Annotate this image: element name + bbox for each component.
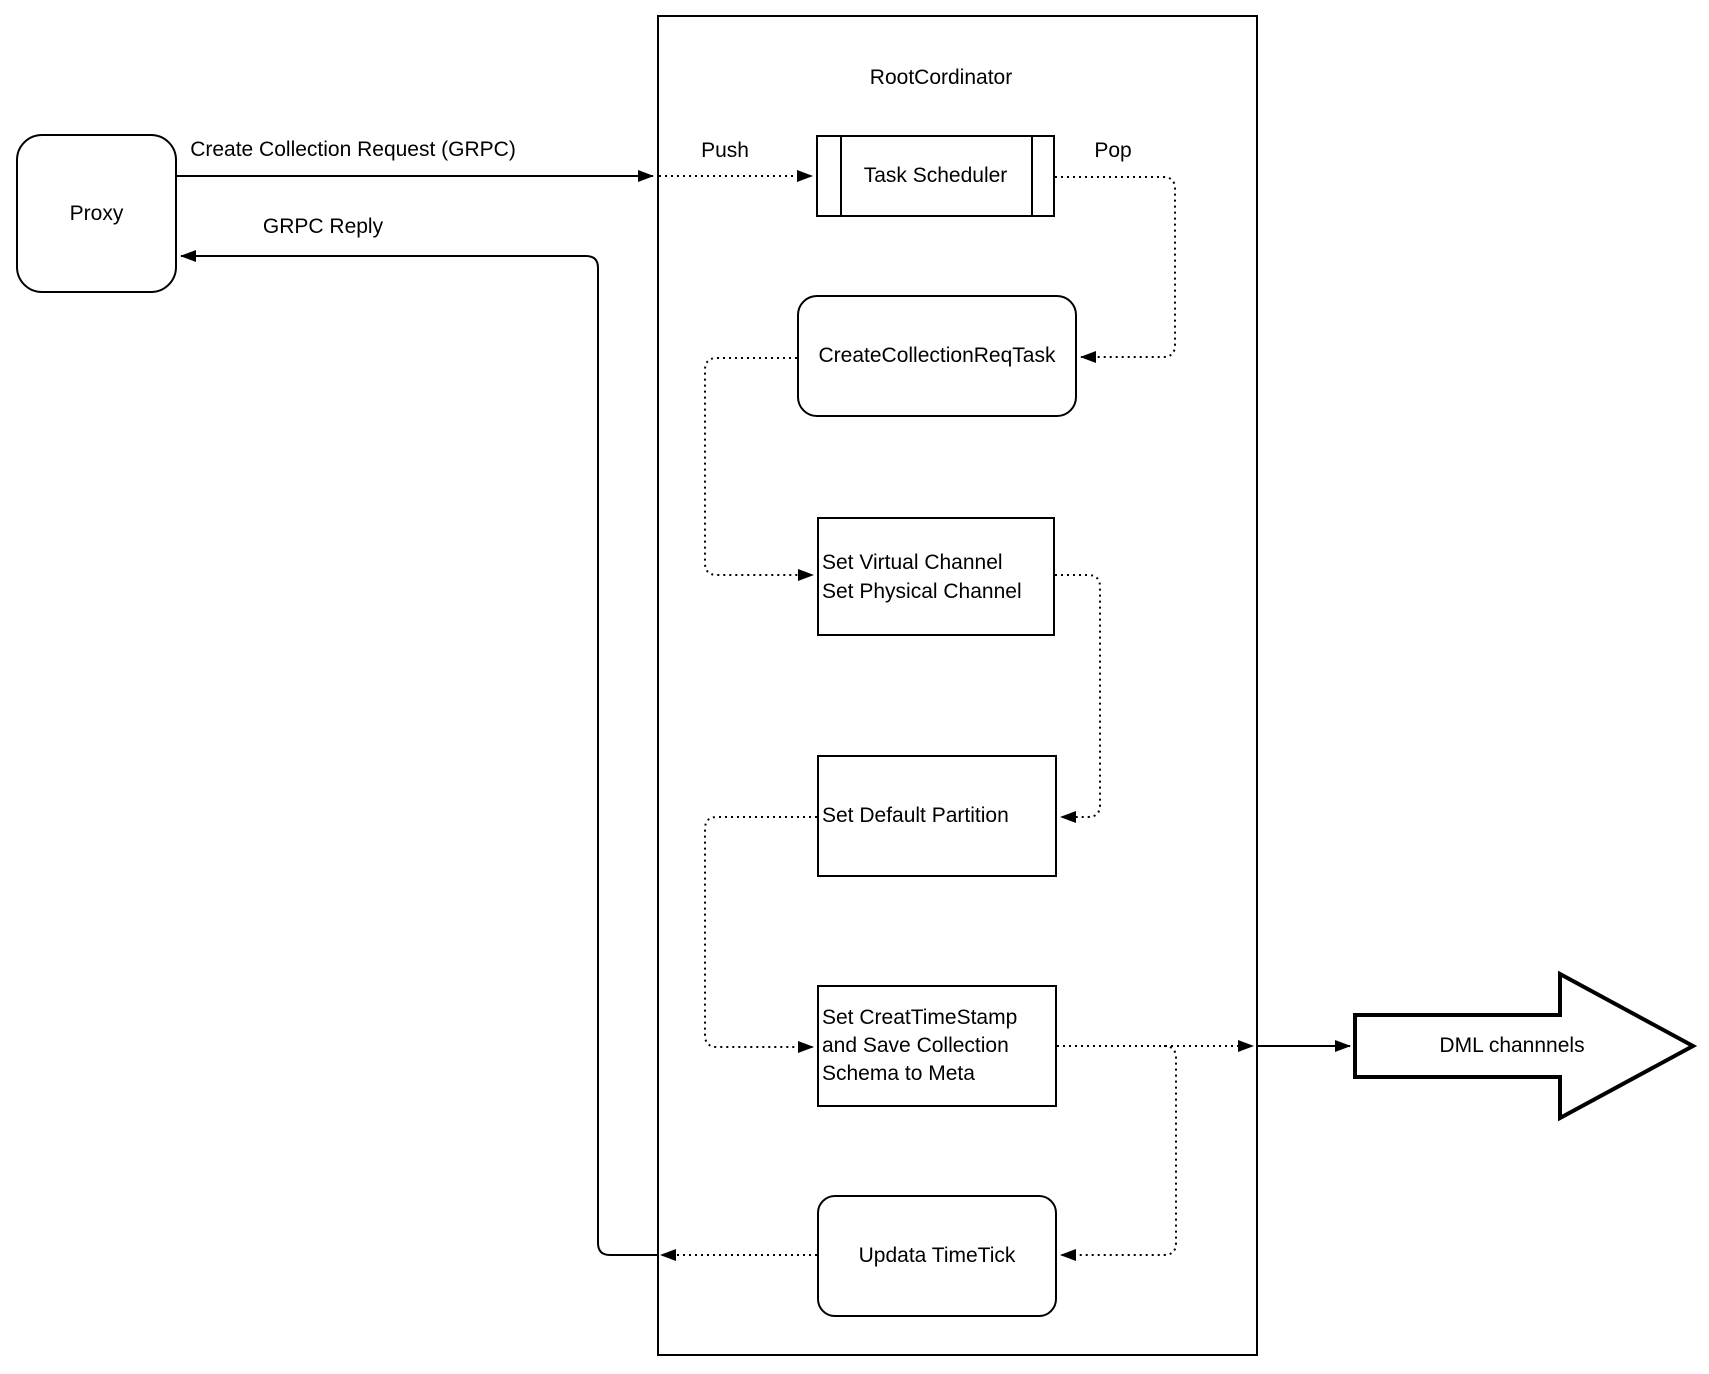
create-collection-req-task-label: CreateCollectionReqTask (818, 344, 1056, 367)
set-timestamp-label-line1: Set CreatTimeStamp (822, 1006, 1018, 1029)
proxy-label: Proxy (69, 201, 124, 225)
partition-to-timestamp-connector (704, 816, 817, 1053)
task-scheduler-label: Task Scheduler (863, 164, 1008, 187)
updata-timetick-label: Updata TimeTick (858, 1244, 1016, 1267)
create-collection-request-label: Create Collection Request (GRPC) (190, 138, 516, 161)
task-scheduler-right-bar (1031, 137, 1033, 215)
root-coordinator-container (657, 15, 1258, 1356)
proxy-box: Proxy (16, 134, 177, 293)
updata-timetick-box: Updata TimeTick (817, 1195, 1057, 1317)
set-default-partition-box: Set Default Partition (817, 755, 1057, 877)
setchannel-to-partition-connector (1055, 574, 1101, 823)
dml-channels-label: DML channnels (1439, 1034, 1585, 1057)
set-channel-box: Set Virtual Channel Set Physical Channel (817, 517, 1055, 636)
set-timestamp-label-line2: and Save Collection (822, 1034, 1009, 1057)
timestamp-to-timetick-connector (1060, 1045, 1177, 1261)
push-label: Push (701, 139, 749, 162)
task-scheduler-left-bar (840, 137, 842, 215)
grpc-reply-label: GRPC Reply (262, 215, 384, 238)
reqtask-to-setchannel-connector (704, 357, 814, 581)
task-scheduler-box: Task Scheduler (816, 135, 1055, 217)
pop-connector (1055, 176, 1176, 363)
root-coordinator-title: RootCordinator (869, 66, 1013, 89)
pop-label: Pop (1094, 139, 1132, 162)
grpc-reply-arrow (180, 250, 657, 1256)
set-default-partition-label: Set Default Partition (822, 804, 1009, 827)
set-timestamp-box: Set CreatTimeStamp and Save Collection S… (817, 985, 1057, 1107)
set-timestamp-label-line3: Schema to Meta (822, 1062, 975, 1085)
dml-channels-arrow-shape (1353, 970, 1698, 1122)
create-collection-req-task-box: CreateCollectionReqTask (797, 295, 1077, 417)
set-physical-channel-label: Set Physical Channel (822, 579, 1022, 603)
set-virtual-channel-label: Set Virtual Channel (822, 550, 1003, 574)
